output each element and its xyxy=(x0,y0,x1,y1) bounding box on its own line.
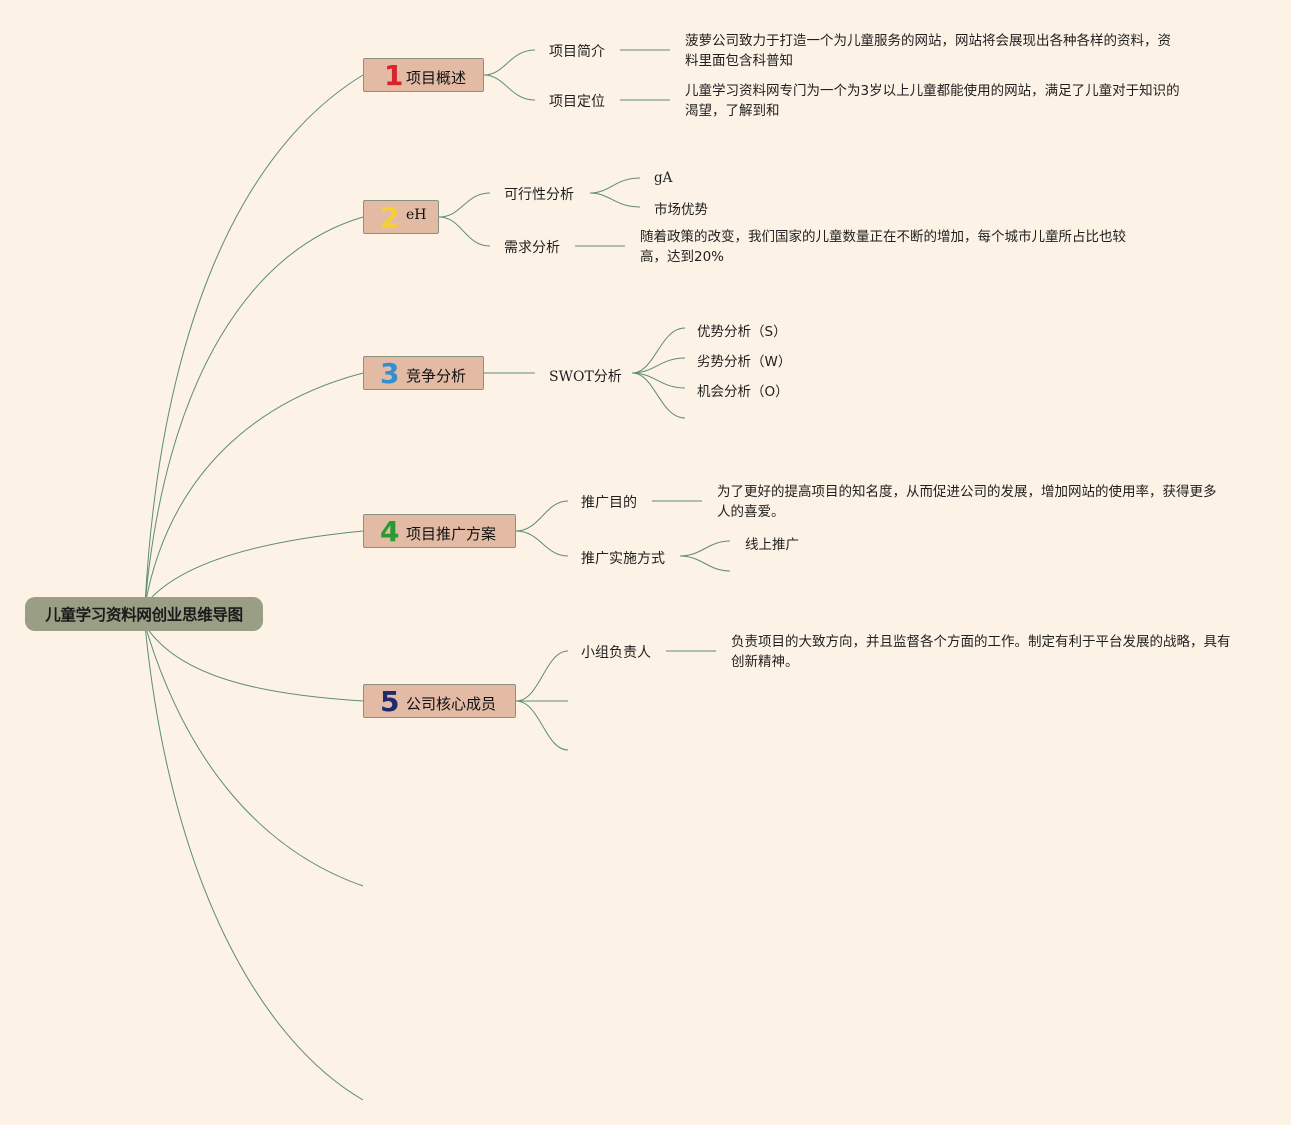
topic-number-2: 2 xyxy=(380,201,400,234)
topic-4[interactable]: 4 项目推广方案 xyxy=(363,514,516,548)
leaf-note[interactable]: 儿童学习资料网专门为一个为3岁以上儿童都能使用的网站，满足了儿童对于知识的渴望，… xyxy=(685,83,1180,119)
connector-root-topic-5 xyxy=(144,624,364,702)
topic-label: 竞争分析 xyxy=(406,367,467,385)
connector-root-topic-2 xyxy=(144,216,364,606)
subtopic[interactable]: 项目简介 xyxy=(549,44,605,60)
connector-root-topic-1 xyxy=(144,74,364,606)
root-topic-label: 儿童学习资料网创业思维导图 xyxy=(45,606,243,624)
connector-root-empty-7 xyxy=(144,624,364,1101)
topic-5[interactable]: 5 公司核心成员 xyxy=(363,684,516,718)
topic-number-5: 5 xyxy=(380,685,400,718)
topic-number-4: 4 xyxy=(380,515,400,548)
topic-label: 项目推广方案 xyxy=(406,525,497,543)
subtopic[interactable]: 可行性分析 xyxy=(504,187,574,203)
leaf-note[interactable]: 随着政策的改变，我们国家的儿童数量正在不断的增加，每个城市儿童所占比也较高，达到… xyxy=(640,229,1126,265)
connector-root-topic-4 xyxy=(144,530,364,606)
connector-root-topic-3 xyxy=(144,372,364,606)
subtopic[interactable]: 需求分析 xyxy=(504,240,560,256)
topic-2[interactable]: 2 eH xyxy=(363,200,439,234)
leaf-note[interactable]: 菠萝公司致力于打造一个为儿童服务的网站，网站将会展现出各种各样的资料，资料里面包… xyxy=(685,33,1171,69)
subtopic[interactable]: 项目定位 xyxy=(549,94,605,110)
topic-number-3: 3 xyxy=(380,357,400,390)
topic-label: 项目概述 xyxy=(406,69,467,87)
topic-label: eH xyxy=(406,207,427,223)
topic-1[interactable]: 1 项目概述 xyxy=(363,58,484,92)
root-topic[interactable]: 儿童学习资料网创业思维导图 xyxy=(25,597,263,631)
leaf-note[interactable]: 为了更好的提高项目的知名度，从而促进公司的发展，增加网站的使用率，获得更多人的喜… xyxy=(717,484,1217,520)
leaf-note[interactable]: 负责项目的大致方向，并且监督各个方面的工作。制定有利于平台发展的战略，具有创新精… xyxy=(731,634,1231,670)
list-item[interactable]: gA xyxy=(654,170,673,186)
subtopic[interactable]: 小组负责人 xyxy=(581,645,651,661)
topic-label: 公司核心成员 xyxy=(406,695,497,713)
topic-number-1: 1 xyxy=(384,59,404,92)
list-item[interactable]: 市场优势 xyxy=(654,202,708,218)
connector-root-empty-6 xyxy=(144,624,364,887)
subtopic[interactable]: SWOT分析 xyxy=(549,369,622,385)
list-item[interactable]: 优势分析（S） xyxy=(697,324,787,340)
subtopic[interactable]: 推广目的 xyxy=(581,495,637,511)
list-item[interactable]: 劣势分析（W） xyxy=(697,354,792,370)
subtopic[interactable]: 推广实施方式 xyxy=(581,551,665,567)
list-item[interactable]: 机会分析（O） xyxy=(697,384,789,400)
topic-3[interactable]: 3 竞争分析 xyxy=(363,356,484,390)
list-item[interactable]: 线上推广 xyxy=(745,537,799,553)
